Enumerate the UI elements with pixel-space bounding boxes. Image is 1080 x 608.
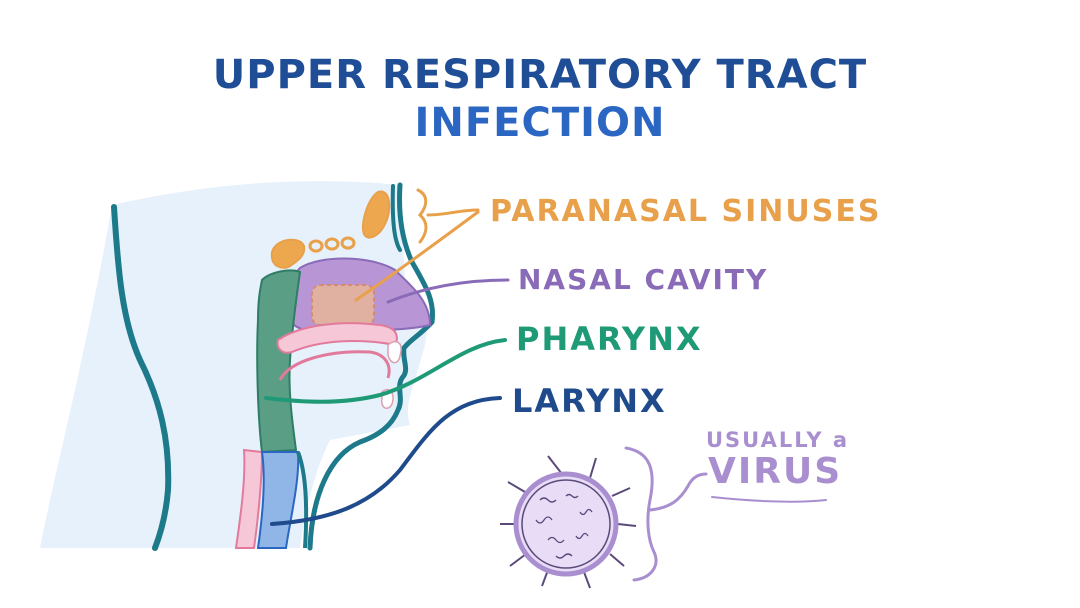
oral-cavity-outline [278,350,391,381]
virus-illustration [500,455,637,589]
title-line-2: INFECTION [414,100,666,146]
ethmoid-cell-3 [340,236,356,250]
nasal-cavity-leader [386,278,510,304]
frontal-sinus [362,190,391,239]
inner-nose-line [390,184,402,252]
maxillary-sinus [311,284,375,326]
virus-bracket [624,446,658,582]
pharynx-leader [264,338,507,404]
sphenoid-sinus [270,238,306,269]
larynx-leader [270,396,502,526]
neck-outline [296,451,309,549]
virus-bracket-tail [648,472,708,512]
label-paranasal-sinuses: PARANASAL SINUSES [490,194,882,229]
label-pharynx: PHARYNX [516,320,703,358]
label-nasal-cavity: NASAL CAVITY [518,263,769,296]
label-usually-a: USUALLY a [706,428,850,452]
ethmoid-cell-1 [308,239,324,253]
ethmoid-cell-2 [324,237,340,251]
face-profile-outline [307,182,436,551]
sinuses-bracket [416,188,428,244]
sinuses-bracket-lines [426,208,480,217]
virus-underline [711,496,827,503]
sinuses-leader-to-maxillary [354,210,480,302]
title-line-1: UPPER RESPIRATORY TRACT [212,52,868,98]
back-of-head-outline [111,204,172,551]
pharynx-region [256,269,302,454]
label-larynx: LARYNX [512,382,667,420]
esophagus-pink [234,448,264,549]
label-virus: VIRUS [708,451,843,492]
